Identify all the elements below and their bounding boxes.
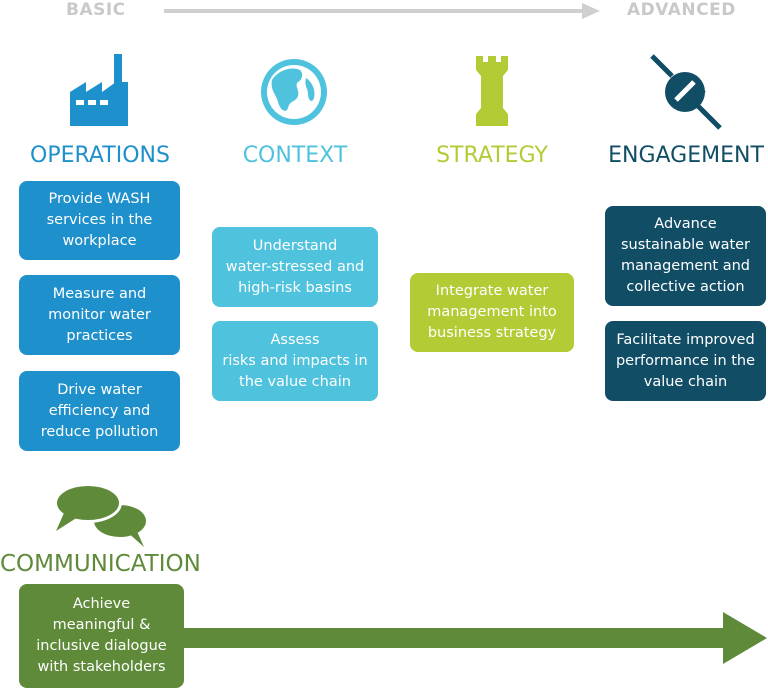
factory-icon [70,54,128,126]
context-title: CONTEXT [242,143,348,168]
progression-arrow [164,3,600,19]
strategy-title: STRATEGY [436,143,548,168]
communication-item-dialogue: Achieve meaningful & inclusive dialogue … [19,584,184,688]
speech-bubbles-icon [54,483,146,547]
operations-item-monitor: Measure and monitor water practices [19,275,180,355]
chess-rook-icon [476,56,508,126]
engagement-item-value-chain: Facilitate improved performance in the v… [605,321,766,401]
operations-item-efficiency: Drive water efficiency and reduce pollut… [19,371,180,451]
context-item-basins: Understand water-stressed and high-risk … [212,227,378,307]
operations-item-wash: Provide WASH services in the workplace [19,181,180,260]
basic-label: BASIC [66,0,126,20]
plug-icon [650,54,722,130]
context-item-risks: Assess risks and impacts in the value ch… [212,321,378,401]
strategy-item-integrate: Integrate water management into business… [410,273,574,352]
engagement-item-collective-action: Advance sustainable water management and… [605,206,766,306]
communication-arrow [175,612,767,664]
globe-icon [261,59,327,125]
communication-title: COMMUNICATION [0,551,201,577]
advanced-label: ADVANCED [627,0,736,20]
operations-title: OPERATIONS [30,143,170,168]
engagement-title: ENGAGEMENT [608,143,764,168]
